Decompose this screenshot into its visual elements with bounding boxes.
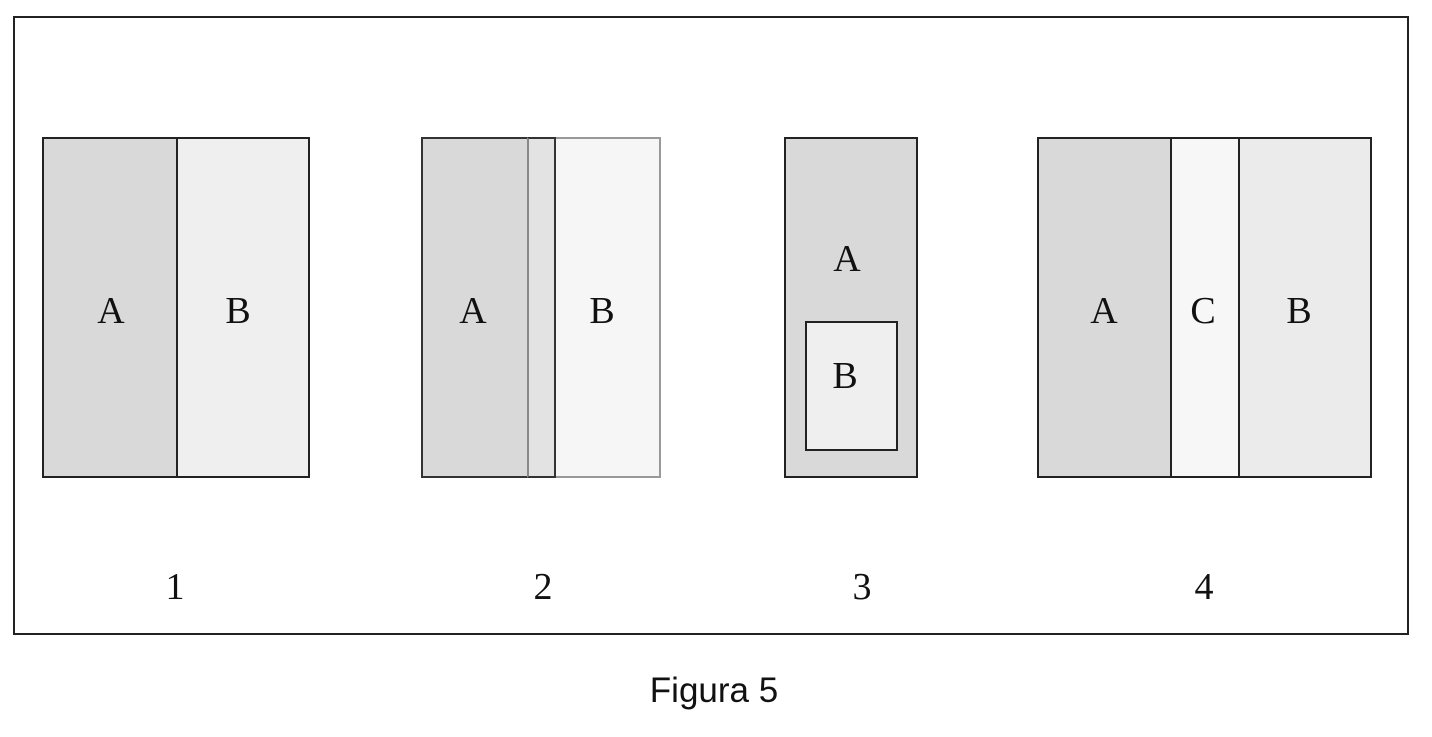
diagram-2-region-a [421, 137, 527, 478]
diagram-4-label-c: C [1190, 290, 1216, 332]
diagram-2-label-b: B [589, 290, 615, 332]
diagram-2-number: 2 [533, 566, 553, 608]
diagram-2-overlap [527, 137, 556, 478]
diagram-3-label-b: B [832, 355, 858, 397]
figure-caption: Figura 5 [649, 671, 779, 710]
diagram-2-label-a: A [459, 290, 487, 332]
diagram-1-region-b [176, 137, 310, 478]
diagram-4-number: 4 [1194, 566, 1214, 608]
diagram-1-label-a: A [97, 290, 125, 332]
diagram-1-number: 1 [165, 566, 185, 608]
diagram-4-label-a: A [1090, 290, 1118, 332]
diagram-1-region-a [42, 137, 178, 478]
diagram-3-region-b [805, 321, 898, 451]
diagram-4-label-b: B [1286, 290, 1312, 332]
diagram-3-number: 3 [852, 566, 872, 608]
diagram-4-region-b [1238, 137, 1372, 478]
diagram-3-label-a: A [833, 238, 861, 280]
figure-frame [13, 16, 1409, 635]
diagram-1-label-b: B [225, 290, 251, 332]
